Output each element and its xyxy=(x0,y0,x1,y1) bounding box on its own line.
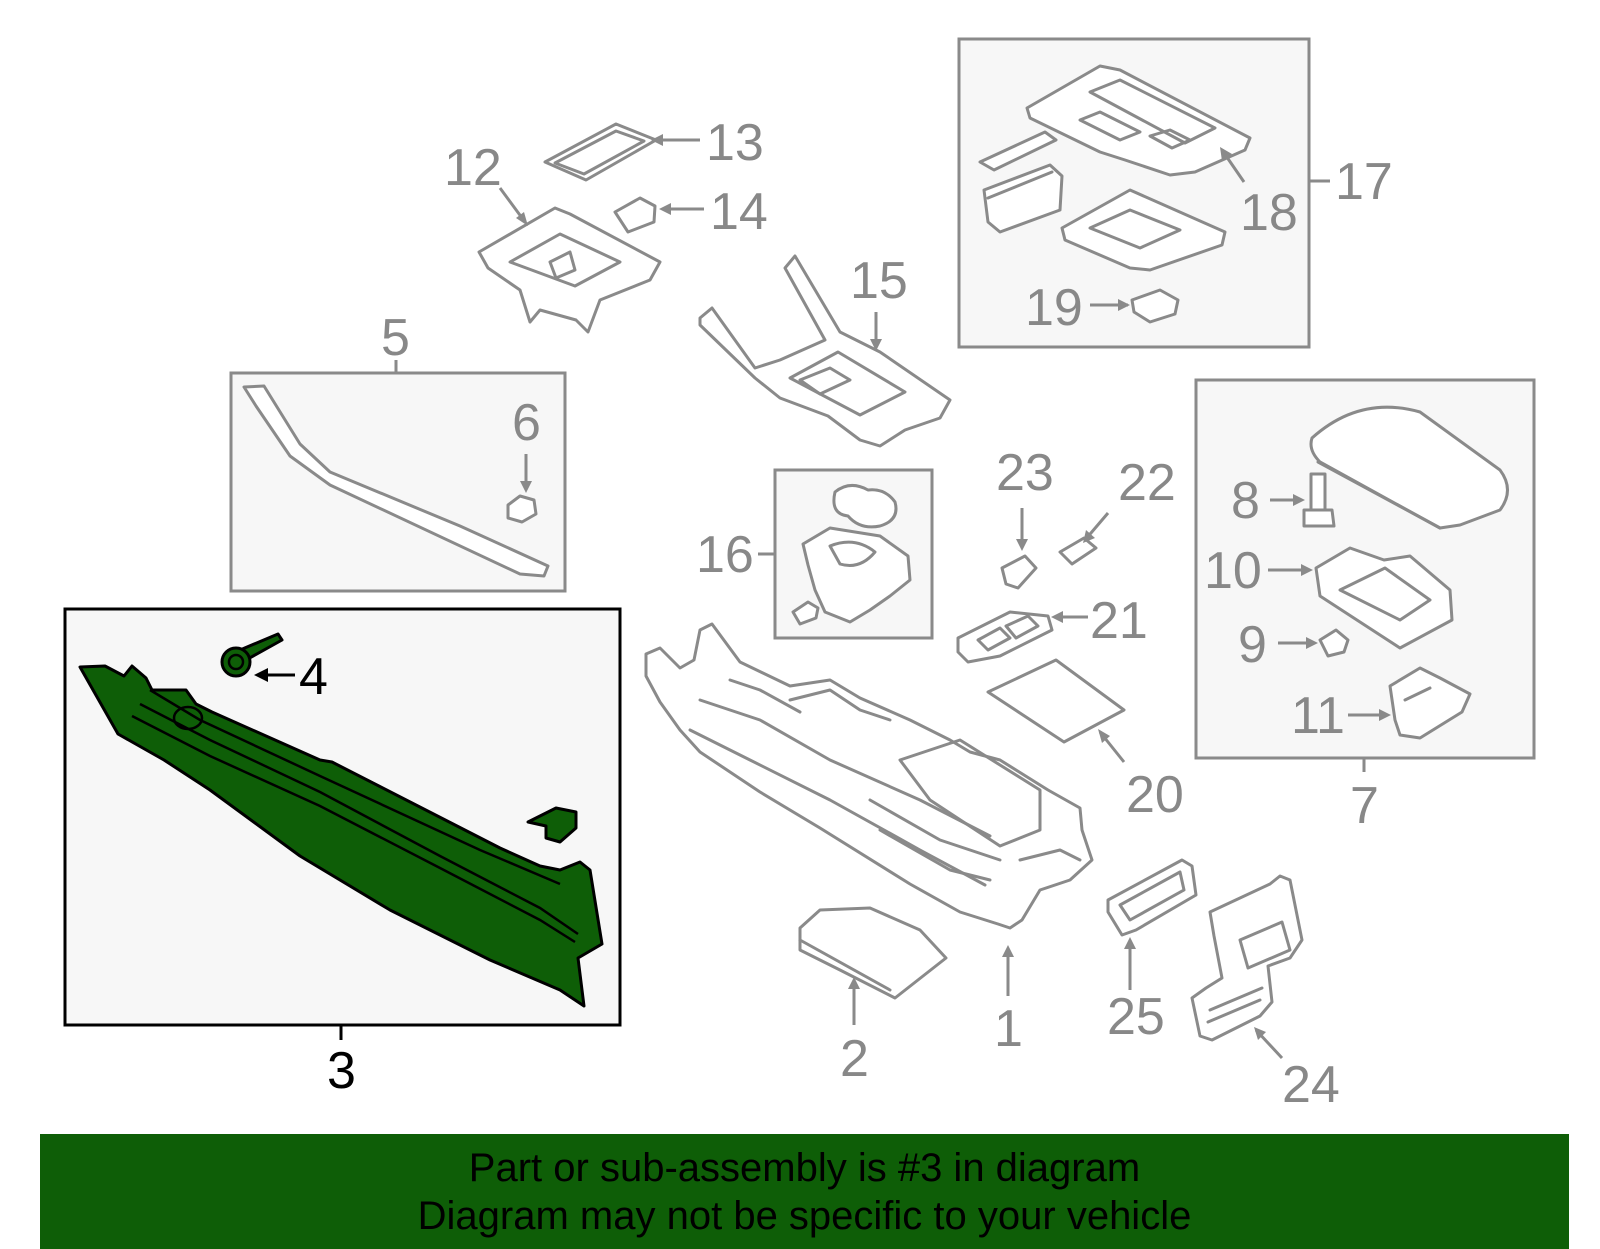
part-17-tray-pieces[interactable] xyxy=(978,130,1227,272)
part-6-clip[interactable] xyxy=(506,494,538,524)
callout-15: 15 xyxy=(850,252,908,310)
callout-14: 14 xyxy=(710,183,768,241)
callout-13: 13 xyxy=(706,114,764,172)
part-2-bin[interactable] xyxy=(798,906,948,1000)
banner-line-2: Diagram may not be specific to your vehi… xyxy=(417,1194,1192,1238)
callout-16: 16 xyxy=(696,526,754,584)
callout-9: 9 xyxy=(1238,616,1267,674)
part-3-clip[interactable] xyxy=(526,806,578,844)
banner-line-1: Part or sub-assembly is #3 in diagram xyxy=(468,1146,1141,1190)
part-4-bolt[interactable] xyxy=(220,632,284,678)
part-9-nut[interactable] xyxy=(1318,628,1350,658)
callout-18: 18 xyxy=(1240,184,1298,242)
part-12-storage-bin[interactable] xyxy=(477,206,662,334)
callout-20: 20 xyxy=(1126,766,1184,824)
callout-24: 24 xyxy=(1282,1056,1340,1114)
part-10-armrest-base[interactable] xyxy=(1314,546,1454,650)
part-11-latch[interactable] xyxy=(1388,666,1472,740)
part-3-side-panel-highlighted[interactable] xyxy=(78,664,604,1008)
callout-2: 2 xyxy=(840,1030,869,1088)
callout-12: 12 xyxy=(444,139,502,197)
info-banner: Part or sub-assembly is #3 in diagram Di… xyxy=(40,1134,1569,1249)
callout-8: 8 xyxy=(1231,472,1260,530)
callout-7: 7 xyxy=(1350,777,1379,835)
callout-22: 22 xyxy=(1118,454,1176,512)
callout-19: 19 xyxy=(1025,279,1083,337)
parts-diagram: 17 18 19 8 10 9 11 7 5 6 xyxy=(63,37,1536,1114)
callout-10: 10 xyxy=(1204,542,1262,600)
part-19-clip[interactable] xyxy=(1130,288,1180,324)
callout-17: 17 xyxy=(1335,153,1393,211)
callout-4: 4 xyxy=(299,648,328,706)
part-24-rear-panel[interactable] xyxy=(1190,874,1304,1042)
part-8-bolt[interactable] xyxy=(1302,472,1336,528)
callout-3: 3 xyxy=(327,1042,356,1100)
part-13-mat[interactable] xyxy=(543,122,658,182)
part-7-armrest-lid[interactable] xyxy=(1309,405,1509,530)
part-14-clip[interactable] xyxy=(613,196,657,234)
callout-23: 23 xyxy=(996,444,1054,502)
callout-1: 1 xyxy=(994,1000,1023,1058)
part-16-cup-holder[interactable] xyxy=(791,484,912,626)
part-25-cover[interactable] xyxy=(1106,858,1198,937)
part-20-mat[interactable] xyxy=(986,658,1126,744)
callout-5: 5 xyxy=(381,309,410,367)
part-15-shifter-bezel[interactable] xyxy=(698,254,952,448)
callout-21: 21 xyxy=(1090,592,1148,650)
callout-25: 25 xyxy=(1107,988,1165,1046)
part-23-clip[interactable] xyxy=(1000,554,1038,590)
part-18-console-lid-top[interactable] xyxy=(1025,64,1252,177)
part-22-clip[interactable] xyxy=(1058,536,1098,566)
callout-6: 6 xyxy=(512,394,541,452)
part-1-console-body[interactable] xyxy=(644,622,1094,930)
part-21-switch-panel[interactable] xyxy=(956,610,1054,664)
part-5-trim-strip[interactable] xyxy=(242,384,550,578)
callout-11: 11 xyxy=(1291,687,1345,745)
